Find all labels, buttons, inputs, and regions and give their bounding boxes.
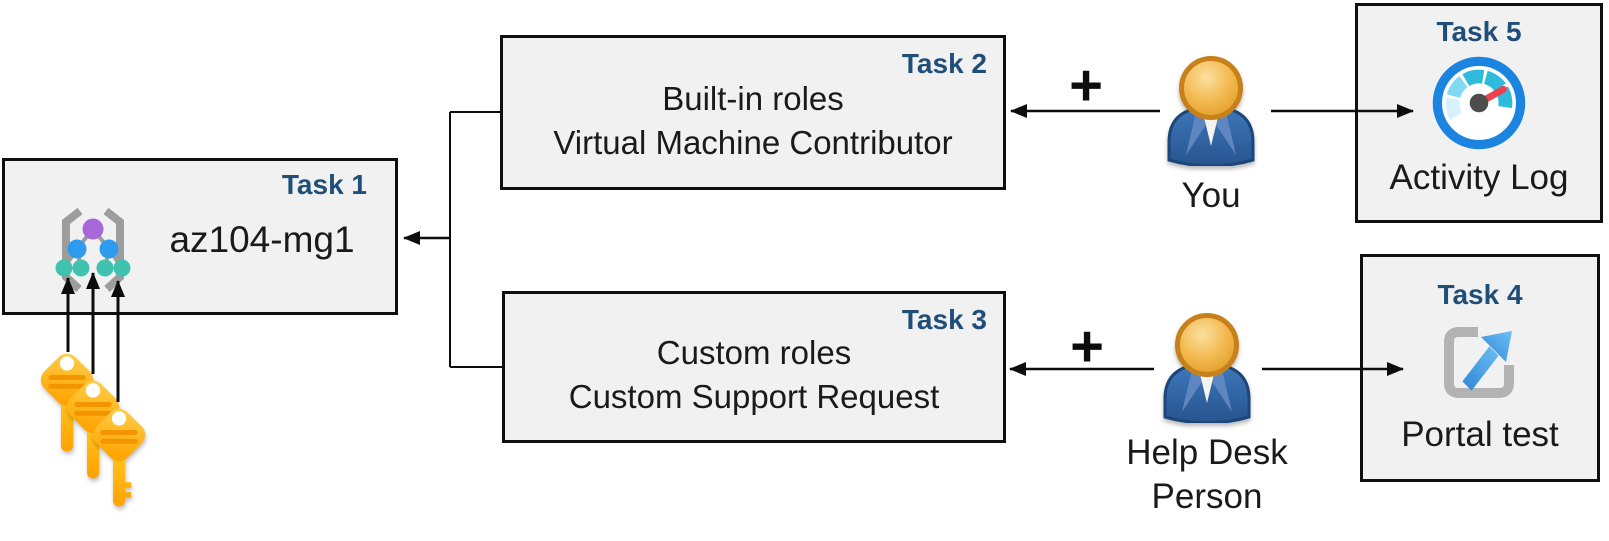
task2-line1: Built-in roles bbox=[662, 79, 844, 117]
external-link-arrow-shaft bbox=[1462, 346, 1499, 391]
person-head bbox=[1175, 313, 1239, 377]
key-shaft bbox=[60, 403, 74, 452]
task2-line2: Virtual Machine Contributor bbox=[553, 123, 953, 161]
task4-icon-wrap bbox=[1436, 319, 1524, 407]
key-ridge bbox=[100, 438, 138, 444]
task2-text: Built-in roles Virtual Machine Contribut… bbox=[503, 38, 1003, 187]
management-group-icon bbox=[55, 207, 131, 292]
key-shaft bbox=[112, 458, 132, 507]
task1-content: az104-mg1 bbox=[5, 161, 395, 312]
key-ridge bbox=[48, 374, 86, 381]
key-ridge bbox=[74, 410, 112, 416]
task3-text: Custom roles Custom Support Request bbox=[505, 294, 1003, 440]
task5-icon-wrap bbox=[1432, 56, 1526, 150]
key-ridge bbox=[74, 401, 112, 408]
task3-line1: Custom roles bbox=[656, 334, 852, 371]
person-icon bbox=[1163, 313, 1251, 423]
help-desk-line1: Help Desk bbox=[1126, 433, 1288, 472]
task1-label: Task 1 bbox=[281, 169, 367, 200]
task2-label: Task 2 bbox=[901, 48, 987, 79]
actor-you-label: You bbox=[1181, 176, 1241, 215]
gauge-icon bbox=[1432, 56, 1526, 150]
key-hole bbox=[59, 356, 75, 371]
tree-mid-node bbox=[99, 239, 119, 259]
key-ridge bbox=[48, 383, 86, 389]
task4-caption: Portal test bbox=[1401, 415, 1559, 454]
gauge-hub bbox=[1469, 93, 1489, 113]
task4-box: Task 4 Portal test bbox=[1360, 254, 1600, 482]
external-link-frame bbox=[1444, 327, 1514, 398]
plus-sign: + bbox=[1070, 314, 1104, 379]
task2-box: Task 2 Built-in roles Virtual Machine Co… bbox=[500, 35, 1006, 190]
task5-label: Task 5 bbox=[1436, 16, 1522, 47]
key-ridge bbox=[100, 429, 138, 436]
key-hole bbox=[111, 411, 127, 426]
task3-box: Task 3 Custom roles Custom Support Reque… bbox=[502, 291, 1006, 443]
tree-mid-node bbox=[67, 239, 87, 259]
task5-caption: Activity Log bbox=[1389, 158, 1569, 197]
tree-leaf-nodes bbox=[55, 259, 131, 277]
person-head bbox=[1179, 56, 1243, 120]
external-link-icon bbox=[1444, 327, 1514, 398]
person-icon bbox=[1167, 56, 1255, 166]
help-desk-line2: Person bbox=[1151, 477, 1263, 516]
task4-label: Task 4 bbox=[1437, 279, 1523, 310]
plus-sign: + bbox=[1069, 53, 1103, 118]
external-link-arrow-head bbox=[1481, 331, 1512, 362]
management-group-name: az104-mg1 bbox=[169, 219, 355, 260]
tree-root-node bbox=[82, 218, 104, 240]
key-icon bbox=[92, 408, 146, 507]
task3-label: Task 3 bbox=[901, 304, 987, 335]
task5-box: Task 5 Activity Log bbox=[1355, 3, 1603, 223]
task1-box: Task 1 az104-mg1 bbox=[2, 158, 398, 315]
actor-you: You bbox=[1161, 56, 1261, 218]
key-hole bbox=[85, 383, 101, 398]
task3-line2: Custom Support Request bbox=[568, 378, 940, 415]
